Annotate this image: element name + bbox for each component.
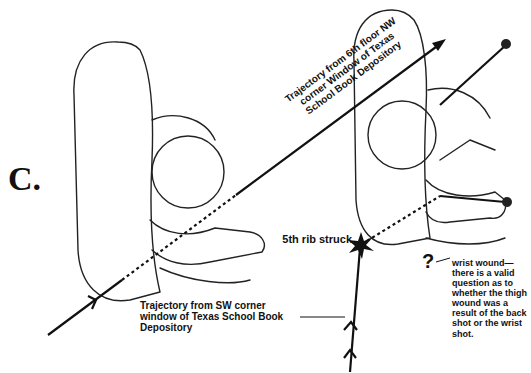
trajectory-dotted bbox=[122, 195, 236, 280]
figure-letter: C. bbox=[8, 160, 68, 198]
trajectory-dotted bbox=[362, 196, 440, 244]
arrow-chevron bbox=[344, 350, 356, 358]
wound-dot bbox=[502, 197, 512, 207]
leader-line bbox=[436, 258, 450, 262]
arm bbox=[150, 220, 264, 264]
shoulder bbox=[152, 116, 215, 140]
head bbox=[368, 101, 436, 169]
leg bbox=[426, 238, 505, 244]
question-mark: ? bbox=[422, 250, 436, 272]
wound-dot bbox=[501, 39, 511, 49]
shoulder bbox=[428, 88, 490, 118]
trajectory-line bbox=[440, 196, 505, 202]
arm bbox=[426, 180, 506, 223]
leg bbox=[160, 268, 250, 283]
trajectory-line bbox=[48, 280, 122, 335]
leader-line bbox=[300, 317, 345, 318]
head bbox=[152, 136, 224, 208]
arrow-chevron bbox=[88, 296, 96, 309]
arrow-chevron bbox=[344, 322, 357, 330]
trajectory-line bbox=[440, 45, 506, 105]
rib-label: 5th rib struck bbox=[272, 233, 352, 245]
arrowhead bbox=[432, 39, 446, 51]
note: wrist wound— there is a valid question a… bbox=[452, 258, 528, 339]
trajectory-label: Trajectory from SW corner window of Texa… bbox=[140, 300, 298, 334]
arm bbox=[440, 140, 495, 160]
trajectory-label: Trajectory from 6th floor NW corner Wind… bbox=[277, 11, 417, 127]
